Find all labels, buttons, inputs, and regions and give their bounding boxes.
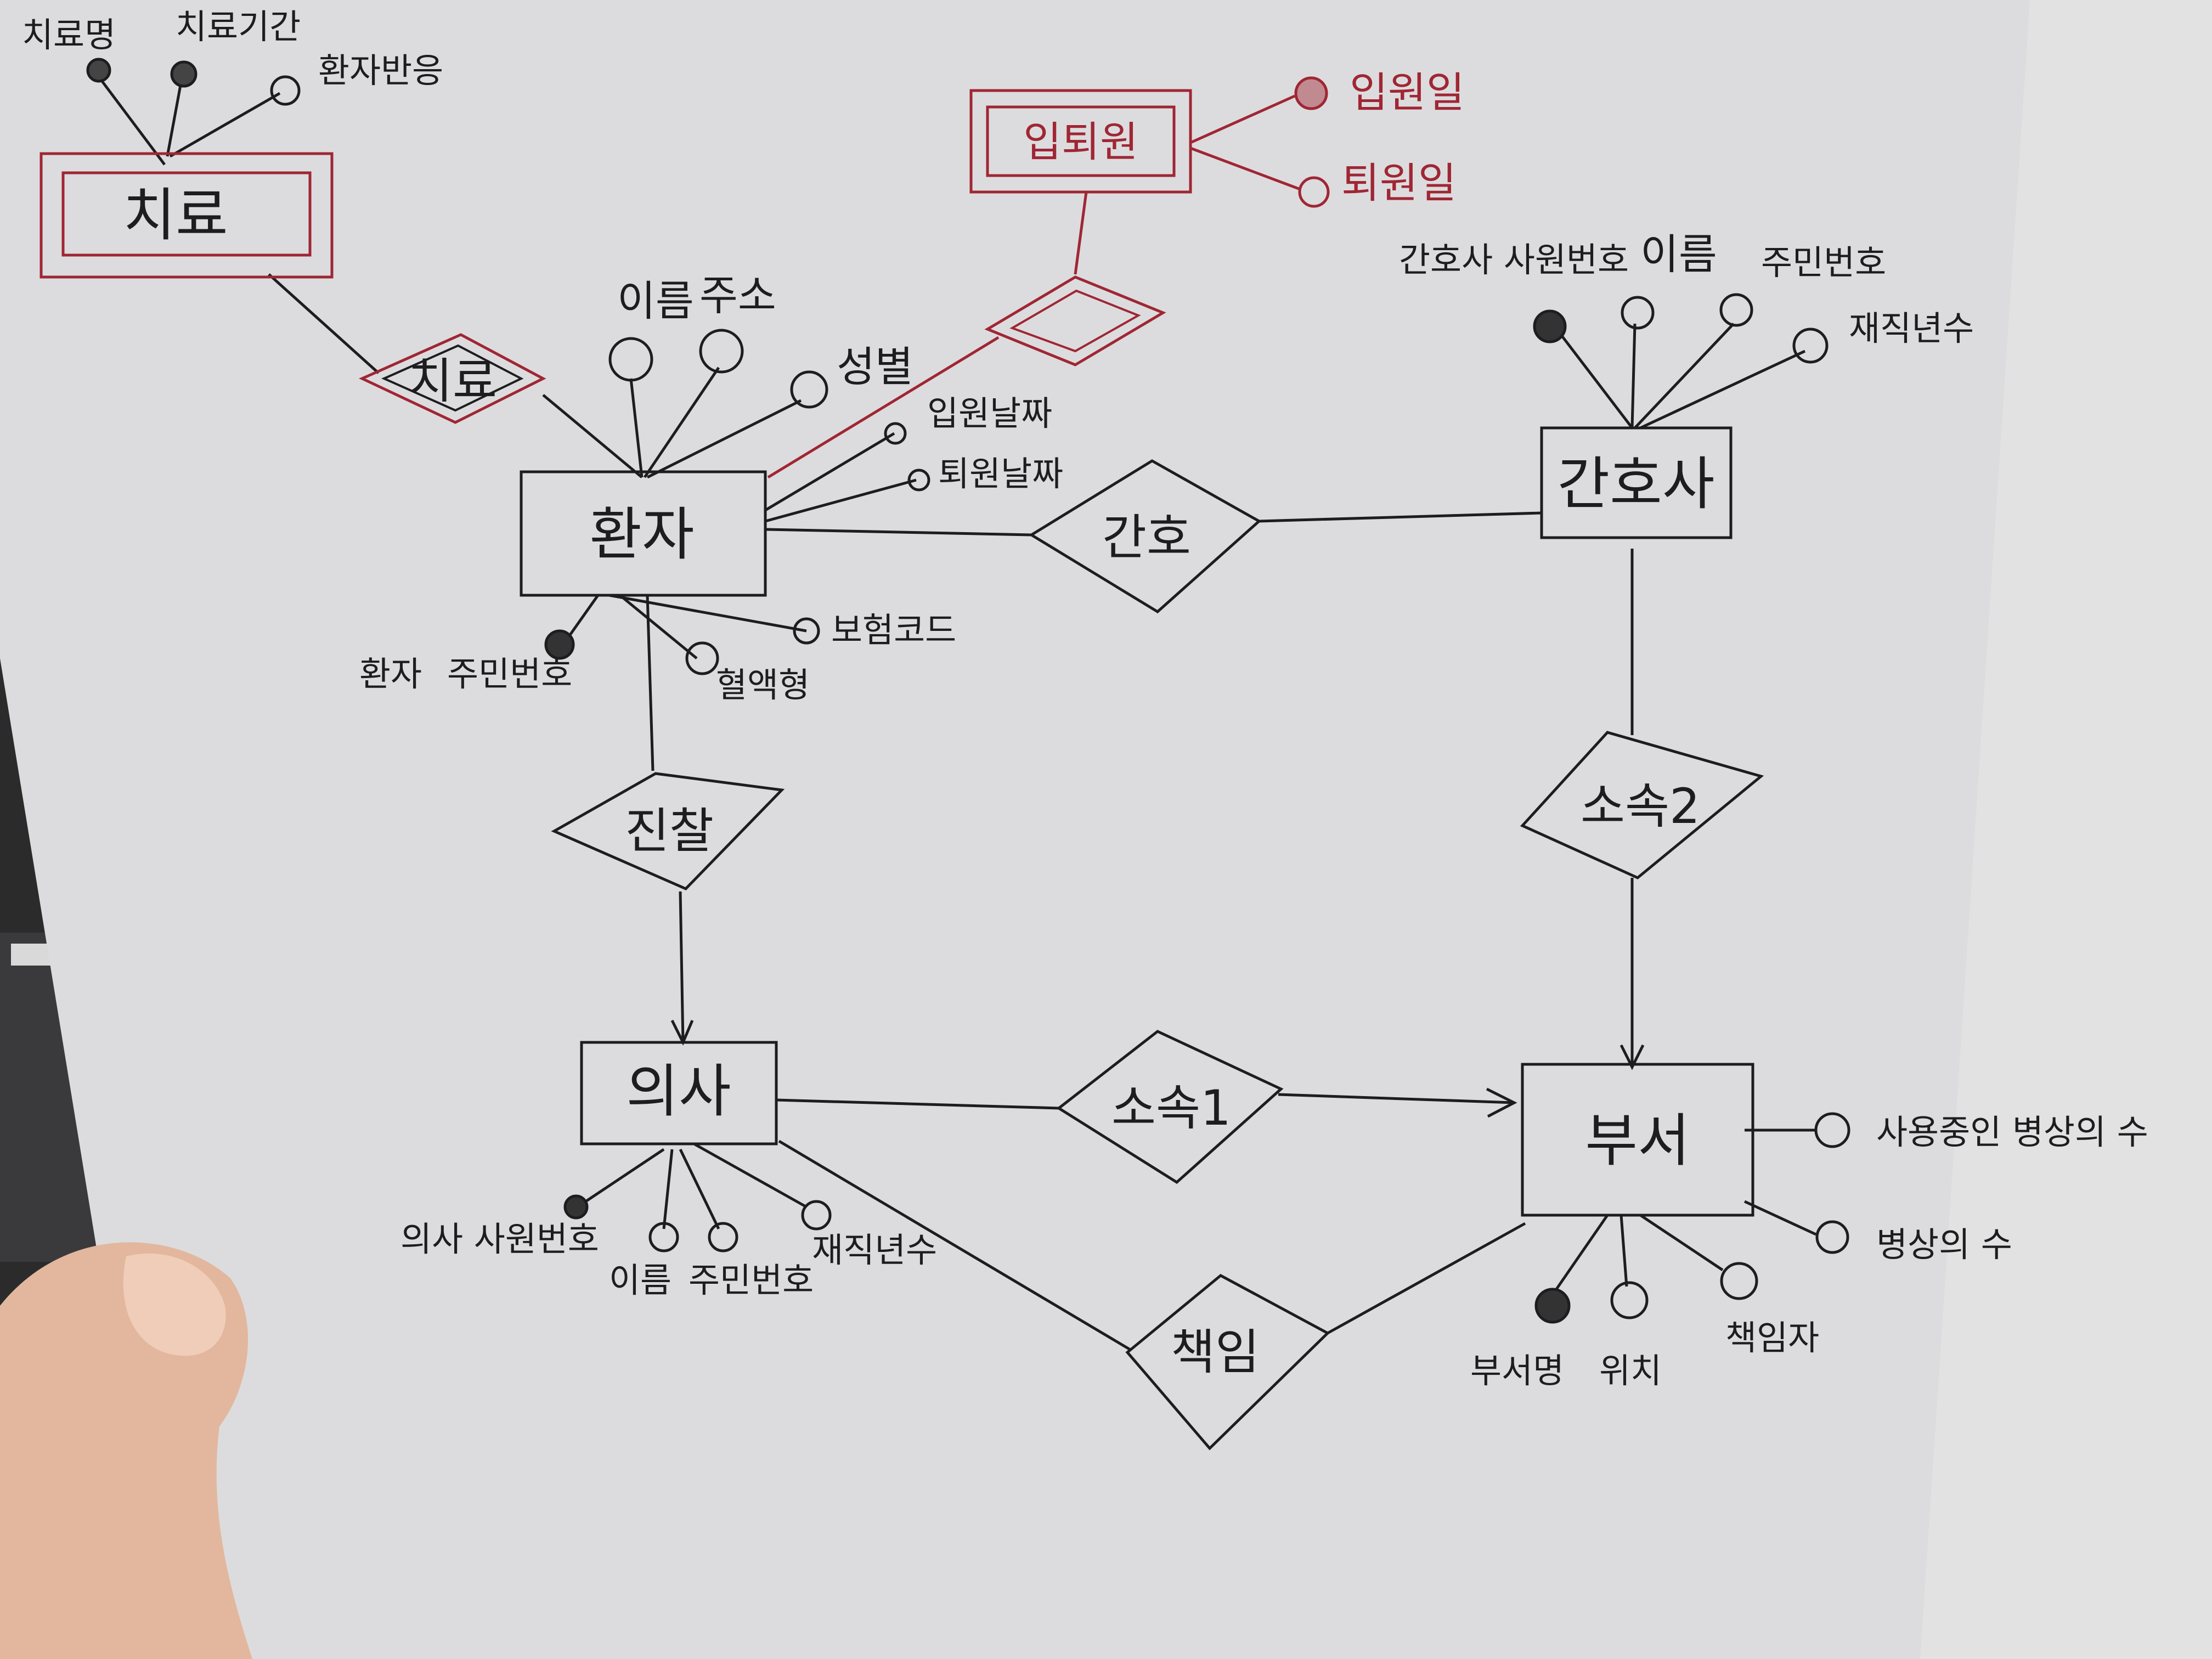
- rel-belongs1-label: 소속1: [1111, 1080, 1231, 1136]
- attr-dept-name-label: 부서명: [1470, 1351, 1564, 1391]
- attr-nurse-years-label: 재직년수: [1849, 308, 1974, 348]
- attr-dept-location-label: 위치: [1599, 1351, 1662, 1391]
- attr-doctor-rrn-label: 주민번호: [689, 1260, 814, 1300]
- rel-responsible-label: 책임: [1171, 1324, 1260, 1380]
- attr-dept-name-key: [1536, 1289, 1569, 1322]
- attr-dept-beds-label: 병상의 수: [1876, 1224, 2012, 1265]
- attr-treatment-period-label: 치료기간: [176, 7, 301, 47]
- rel-treats-label: 치료: [408, 353, 497, 409]
- entity-admission-label: 입퇴원: [1023, 117, 1138, 166]
- attr-patient-discharge-label: 퇴원날짜: [938, 454, 1063, 494]
- attr-patient-admit-label: 입원날짜: [927, 393, 1052, 433]
- attr-admission-admit-key: [1296, 78, 1327, 109]
- rel-nursing-label: 간호: [1102, 509, 1191, 566]
- attr-patient-gender-label: 성별: [837, 342, 913, 391]
- attr-treatment-name-label: 치료명: [22, 15, 116, 55]
- attr-treatment-name-key: [88, 59, 110, 81]
- attr-admission-discharge-label: 퇴원일: [1341, 159, 1457, 207]
- attr-nurse-empno-label: 간호사 사원번호: [1399, 240, 1629, 280]
- attr-nurse-empno-key: [1534, 311, 1565, 342]
- attr-doctor-empno-key: [565, 1196, 587, 1218]
- attr-patient-name-label: 이름: [617, 276, 694, 325]
- rel-belongs2-label: 소속2: [1581, 778, 1700, 834]
- attr-doctor-years-label: 재직년수: [812, 1230, 937, 1270]
- attr-treatment-period-key: [172, 62, 196, 86]
- entity-doctor-label: 의사: [626, 1058, 731, 1125]
- attr-patient-address-label: 주소: [699, 271, 776, 320]
- entity-treatment-label: 치료: [123, 182, 228, 249]
- attr-patient-blood-label: 혈액형: [716, 665, 810, 705]
- attr-patient-rrn-label: 주민번호: [447, 654, 572, 694]
- attr-dept-head-label: 책임자: [1725, 1318, 1819, 1358]
- attr-patient-insurance-label: 보험코드: [831, 610, 956, 650]
- attr-doctor-name-label: 이름: [609, 1260, 672, 1300]
- attr-admission-admit-label: 입원일: [1350, 68, 1465, 117]
- entity-department-label: 부서: [1585, 1107, 1690, 1174]
- entity-nurse-label: 간호사: [1557, 450, 1714, 517]
- entity-patient-label: 환자: [589, 501, 694, 568]
- attr-dept-beds-in-use-label: 사용중인 병상의 수: [1876, 1112, 2148, 1152]
- rel-examination-label: 진찰: [625, 803, 714, 859]
- attr-doctor-empno-label: 의사 사원번호: [400, 1219, 599, 1259]
- attr-nurse-rrn-label: 주민번호: [1761, 242, 1886, 283]
- attr-patient-key-prefix: 환자: [359, 654, 422, 694]
- attr-nurse-name-label: 이름: [1640, 230, 1717, 279]
- attr-treatment-reaction-label: 환자반응: [318, 50, 443, 91]
